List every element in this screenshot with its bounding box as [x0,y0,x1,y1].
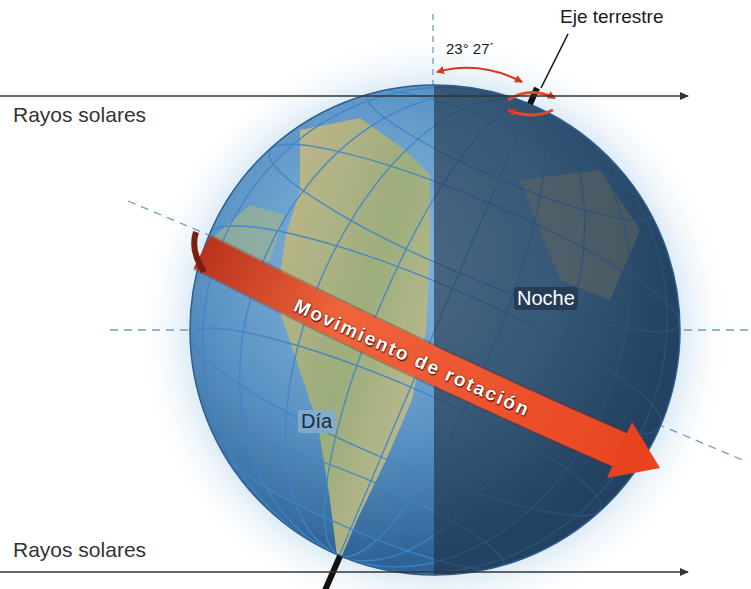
day-label: Día [298,410,335,433]
angle-label: 23° 27´ [446,40,495,57]
sun-rays-label: Rayos solares [10,538,149,562]
night-label: Noche [514,287,578,310]
sun-rays-label: Rayos solares [10,103,149,127]
axis-label: Eje terrestre [560,6,663,28]
